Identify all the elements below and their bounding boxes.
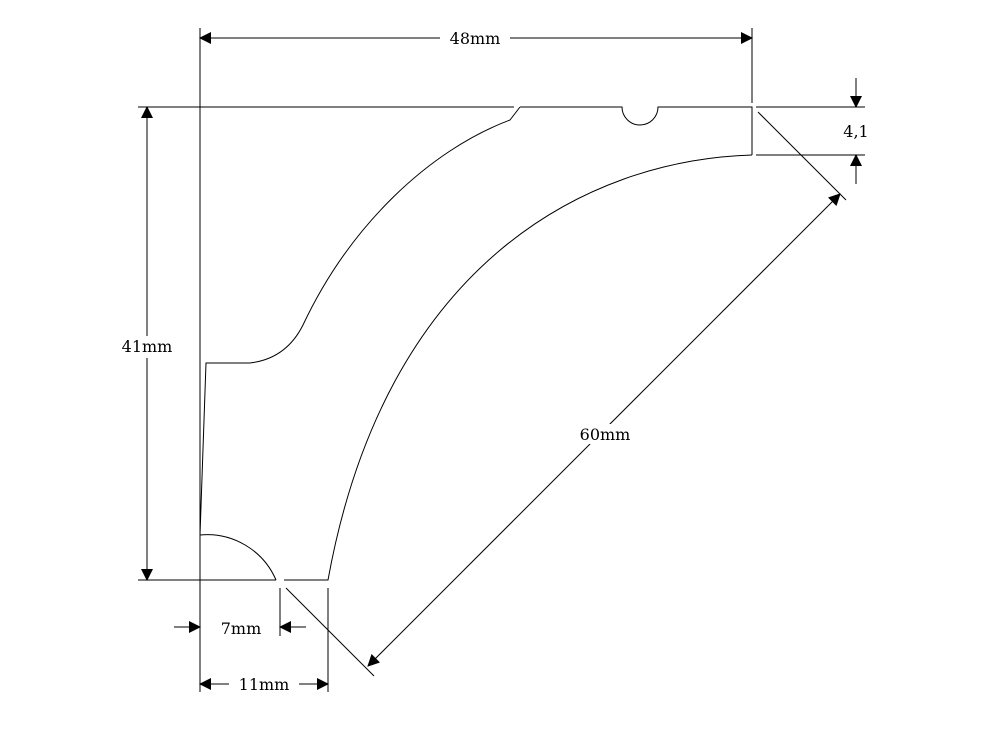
dimension-lines — [141, 32, 862, 690]
extension-lines — [138, 28, 865, 692]
ext-diagonal-bottom — [285, 587, 375, 677]
label-backgrounds — [112, 28, 640, 694]
ext-diagonal-top — [757, 111, 847, 201]
label-41mm: 41mm — [122, 337, 173, 356]
profile-outline — [199, 106, 753, 581]
label-thickness: 4,1 — [843, 122, 868, 141]
label-7mm: 7mm — [221, 619, 262, 638]
profile-bottom-return — [199, 106, 521, 581]
dimension-labels: 48mm 41mm 60mm 4,1 7mm 11mm — [122, 29, 869, 694]
label-48mm: 48mm — [450, 29, 501, 48]
label-11mm: 11mm — [239, 675, 290, 694]
profile-top-edge-right — [520, 106, 753, 155]
label-60mm: 60mm — [580, 425, 631, 444]
